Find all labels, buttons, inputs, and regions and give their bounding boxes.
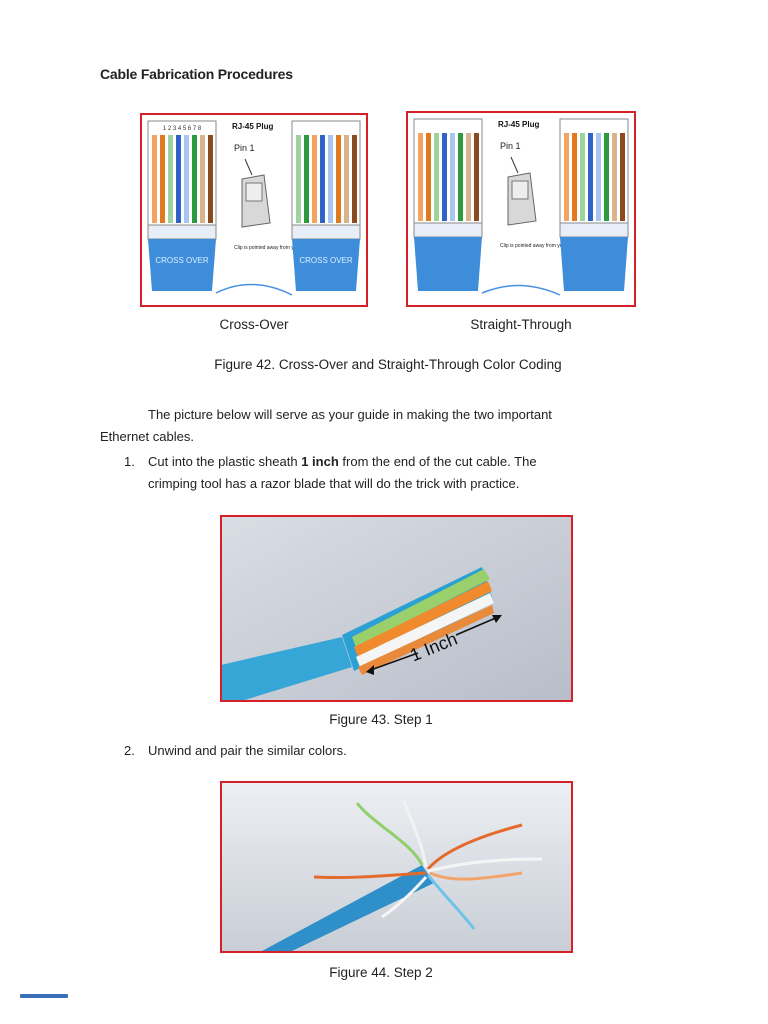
cable-line	[215, 283, 293, 296]
plug-label: RJ-45 Plug	[232, 122, 273, 131]
step-1-text-a: Cut into the plastic sheath	[148, 454, 302, 469]
connector-label: CROSS OVER	[299, 256, 353, 265]
step-1-number: 1.	[124, 454, 135, 469]
cable-line	[481, 284, 561, 296]
figure-44-caption: Figure 44. Step 2	[329, 965, 433, 980]
footer-mark	[20, 994, 68, 998]
step-1-text: Cut into the plastic sheath 1 inch from …	[148, 451, 648, 473]
plug-label: RJ-45 Plug	[498, 120, 539, 129]
step-1-text-line-2: crimping tool has a razor blade that wil…	[148, 476, 520, 491]
figure-42-caption: Figure 42. Cross-Over and Straight-Throu…	[214, 357, 562, 372]
step-1-photo: 1 Inch	[220, 515, 573, 702]
wire-strands-left	[418, 133, 479, 221]
cross-over-diagram: 1 2 3 4 5 6 7 8 CROSS OVER RJ-45 Plug Pi…	[140, 113, 368, 307]
measure-arrow-left	[367, 652, 419, 672]
pin-numbers: 1 2 3 4 5 6 7 8	[163, 126, 202, 132]
step-1-text-b: from the end of the cut cable. The	[338, 454, 537, 469]
rj45-plug-illustration: RJ-45 Plug Pin 1 Clip is pointed away fr…	[498, 120, 567, 249]
cross-over-label: Cross-Over	[219, 317, 289, 332]
right-connector	[559, 118, 629, 291]
intro-line-2: Ethernet cables.	[100, 429, 194, 444]
measure-arrow-right	[455, 616, 499, 636]
left-connector	[413, 118, 483, 291]
left-connector: 1 2 3 4 5 6 7 8 CROSS OVER	[147, 120, 217, 291]
clip-note: Clip is pointed away from you.	[234, 245, 301, 251]
pin-label: Pin 1	[500, 141, 521, 151]
straight-through-label: Straight-Through	[470, 317, 572, 332]
pin-label: Pin 1	[234, 143, 255, 153]
straight-through-diagram: RJ-45 Plug Pin 1 Clip is pointed away fr…	[406, 111, 636, 307]
wire-strands-left	[152, 135, 213, 223]
intro-line-1: The picture below will serve as your gui…	[148, 407, 552, 422]
step-2-number: 2.	[124, 743, 135, 758]
clip-note: Clip is pointed away from you.	[500, 243, 567, 249]
connector-label: CROSS OVER	[155, 256, 209, 265]
section-heading: Cable Fabrication Procedures	[100, 66, 293, 82]
wire-strands-right	[564, 133, 625, 221]
step-1-text-bold: 1 inch	[301, 454, 339, 469]
wire-strands-right	[296, 135, 357, 223]
figure-43-caption: Figure 43. Step 1	[329, 712, 433, 727]
rj45-plug-illustration: RJ-45 Plug Pin 1 Clip is pointed away fr…	[232, 122, 301, 251]
right-connector: CROSS OVER	[291, 120, 361, 291]
step-2-text: Unwind and pair the similar colors.	[148, 743, 347, 758]
step-2-photo	[220, 781, 573, 953]
